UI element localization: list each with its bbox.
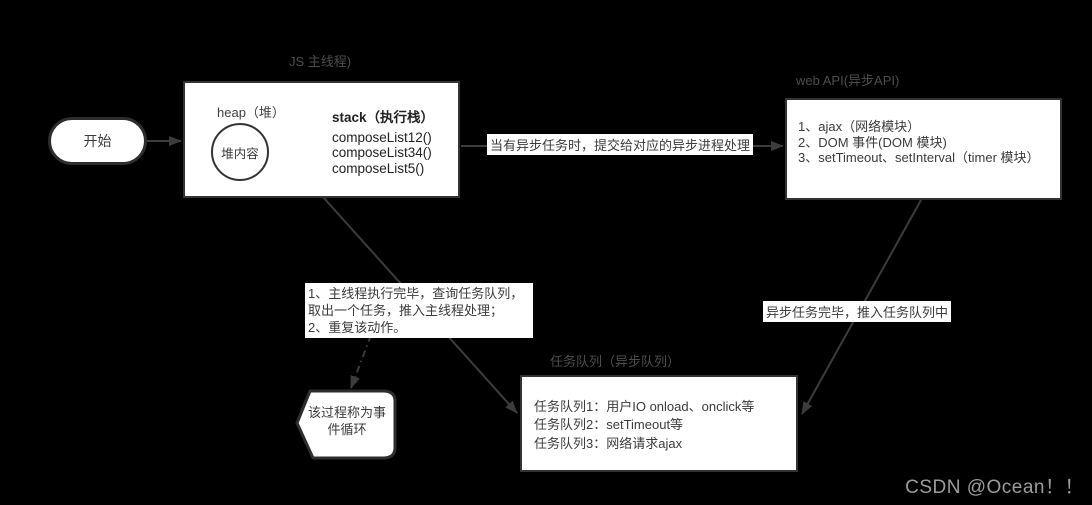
stack-label: stack（执行栈） [332, 110, 435, 125]
web-api-node: 1、ajax（网络模块） 2、DOM 事件(DOM 模块) 3、setTimeo… [785, 98, 1062, 200]
stack-item: composeList12() [332, 130, 432, 145]
task-queue-item: 任务队列1：用户IO onload、onclick等 [534, 399, 755, 414]
start-node: 开始 [48, 117, 147, 165]
task-queue-title: 任务队列（异步队列） [550, 354, 681, 369]
web-api-item: 3、setTimeout、setInterval（timer 模块） [798, 150, 1040, 166]
web-api-item: 2、DOM 事件(DOM 模块) [798, 134, 947, 150]
arrow-loop-annotation [350, 334, 372, 389]
stack-items: composeList12() composeList34() composeL… [332, 130, 432, 176]
task-queue-items: 任务队列1：用户IO onload、onclick等 任务队列2：setTime… [534, 398, 792, 453]
task-queue-item: 任务队列2：setTimeout等 [534, 417, 684, 433]
main-thread-title: JS 主线程) [289, 54, 352, 69]
web-api-item: 1、ajax（网络模块） [798, 119, 921, 134]
start-node-label: 开始 [83, 133, 112, 149]
stack-item: composeList5() [332, 160, 425, 176]
web-api-title: web API(异步API) [796, 73, 900, 88]
heap-content-label: 堆内容 [221, 146, 259, 161]
edge-label-webapi-to-queue: 异步任务完毕，推入任务队列中 [763, 301, 952, 322]
event-loop-callout-shape [295, 389, 397, 460]
event-loop-callout-label: 该过程称为事件循环 [307, 405, 386, 437]
edge-label-queue-loop: 1、主线程执行完毕，查询任务队列， 取出一个任务，推入主线程处理； 2、重复该动… [305, 283, 533, 338]
web-api-items: 1、ajax（网络模块） 2、DOM 事件(DOM 模块) 3、setTimeo… [798, 119, 1050, 166]
heap-circle: 堆内容 [211, 123, 269, 181]
main-thread-node: heap（堆） 堆内容 stack（执行栈） composeList12() c… [183, 81, 460, 198]
task-queue-node: 任务队列1：用户IO onload、onclick等 任务队列2：setTime… [520, 375, 798, 472]
edge-label-main-to-webapi: 当有异步任务时，提交给对应的异步进程处理 [487, 134, 754, 155]
watermark: CSDN @Ocean！！ [905, 477, 1084, 498]
stack-item: composeList34() [332, 145, 432, 161]
task-queue-item: 任务队列3：网络请求ajax [534, 435, 683, 451]
heap-label: heap（堆） [217, 105, 285, 120]
